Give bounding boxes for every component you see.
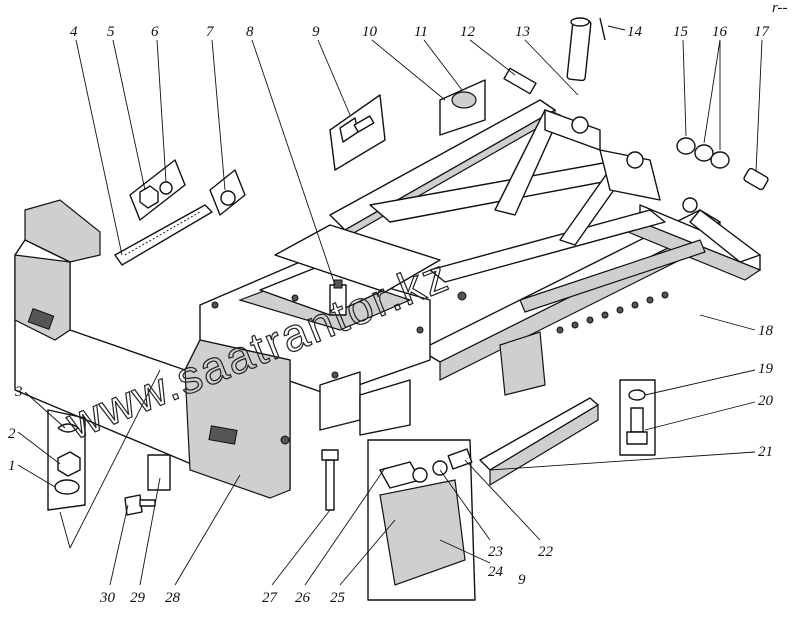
rail-holes [556, 291, 669, 334]
leader-lines [17, 25, 763, 586]
callout-15: 15 [673, 24, 689, 40]
callout-12: 12 [460, 24, 476, 40]
callout-9: 9 [312, 24, 320, 40]
callout-9b: 9 [518, 572, 526, 588]
callout-7: 7 [206, 24, 215, 40]
callout-11: 11 [414, 24, 428, 40]
callout-29: 29 [130, 590, 146, 606]
callout-21: 21 [758, 444, 773, 460]
small-parts [47, 17, 769, 601]
callout-numbers: 4 5 6 7 8 9 10 11 12 13 14 15 16 17 18 1… [8, 24, 774, 606]
callout-2: 2 [8, 426, 16, 442]
callout-19: 19 [758, 361, 774, 377]
front-bumper [14, 199, 291, 499]
callout-25: 25 [330, 590, 346, 606]
hitch-arms [494, 109, 698, 246]
callout-26: 26 [295, 590, 311, 606]
callout-8: 8 [246, 24, 254, 40]
callout-6: 6 [151, 24, 159, 40]
callout-4: 4 [70, 24, 78, 40]
callout-30: 30 [99, 590, 116, 606]
callout-24: 24 [488, 564, 504, 580]
callout-13: 13 [515, 24, 530, 40]
callout-10: 10 [362, 24, 378, 40]
callout-3: 3 [14, 384, 23, 400]
callout-28: 28 [165, 590, 181, 606]
callout-5: 5 [107, 24, 115, 40]
callout-17: 17 [754, 24, 771, 40]
callout-14: 14 [627, 24, 643, 40]
callout-22: 22 [538, 544, 554, 560]
callout-1: 1 [8, 458, 16, 474]
callout-16: 16 [712, 24, 728, 40]
corner-mark: r-- [772, 0, 788, 16]
callout-18: 18 [758, 323, 774, 339]
callout-27: 27 [262, 590, 279, 606]
callout-20: 20 [758, 393, 774, 409]
callout-23: 23 [488, 544, 503, 560]
